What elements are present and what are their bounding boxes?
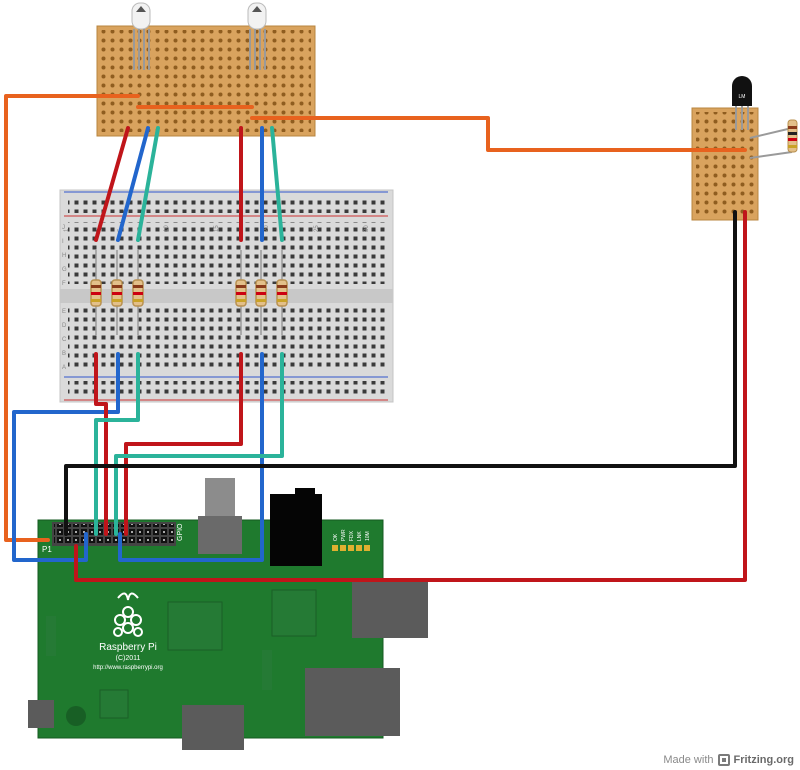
svg-text:A: A	[62, 365, 66, 371]
power-port	[28, 700, 54, 728]
svg-text:10: 10	[164, 225, 170, 232]
led-label-10m: 10M	[365, 531, 371, 541]
svg-text:1: 1	[64, 228, 70, 232]
fritzing-logo-icon	[717, 754, 730, 766]
resistor	[235, 250, 247, 335]
wire-blue-led1	[116, 126, 150, 242]
soc-chip	[167, 601, 223, 651]
svg-text:25: 25	[314, 225, 320, 232]
wire-green-bb-to-header-2	[114, 352, 284, 536]
wire-orange-led-to-header	[4, 94, 140, 542]
wire-green-bb-to-header-1	[94, 352, 140, 536]
ethernet-port	[352, 582, 428, 638]
stripboard-main	[96, 25, 316, 137]
svg-text:30: 30	[364, 225, 370, 232]
breadboard-row-letters: J I H G F E D C B A	[62, 225, 67, 371]
breadboard-resistors	[90, 250, 288, 335]
header-label: P1	[42, 545, 52, 554]
resistor	[276, 250, 288, 335]
resistor	[90, 250, 102, 335]
led-label-lnk: LNK	[357, 531, 363, 541]
wire-green-led1	[136, 126, 160, 242]
credit-brand[interactable]: Fritzing.org	[733, 754, 795, 766]
wire-green-led2	[270, 126, 284, 242]
led-label-ok: OK	[333, 533, 339, 541]
svg-text:H: H	[62, 253, 66, 259]
usb-port	[305, 668, 400, 736]
breadboard: 1 5 10 15 20 25 30 J I H G F E D C B A	[59, 189, 394, 403]
svg-text:20: 20	[264, 225, 270, 232]
svg-text:C: C	[62, 337, 67, 343]
board-name: Raspberry Pi	[99, 642, 157, 653]
svg-text:G: G	[62, 267, 67, 273]
credit-prefix: Made with	[663, 754, 714, 766]
rca-video-jack	[205, 478, 235, 518]
wire-blue-bb-to-header-1	[12, 352, 120, 562]
wire-red-led1	[94, 126, 130, 242]
wire-orange-to-sensor	[250, 116, 747, 152]
resistor	[255, 250, 267, 335]
wire-red-bb-to-header-1	[94, 352, 108, 536]
resistor	[111, 250, 123, 335]
wire-red-bb-to-header-2	[124, 352, 243, 536]
led-label-pwr: PWR	[341, 529, 347, 541]
sensor-label: LM	[739, 94, 746, 100]
svg-text:D: D	[62, 323, 67, 329]
raspberry-logo-icon	[113, 592, 143, 637]
svg-text:15: 15	[214, 225, 220, 232]
wire-red-sensor-power	[74, 210, 747, 582]
svg-text:F: F	[62, 281, 66, 287]
raspberry-pi-board: P1 GPIO OK PWR FDX LNK 10M Raspberry Pi …	[28, 478, 428, 750]
rgb-led-1	[131, 2, 151, 70]
board-copyright: (C)2011	[116, 655, 141, 662]
hdmi-port	[182, 705, 244, 750]
audio-jack	[270, 488, 322, 566]
pullup-resistor	[749, 119, 798, 159]
board-url: http://www.raspberrypi.org	[93, 665, 163, 671]
status-leds: OK PWR FDX LNK 10M	[332, 529, 371, 551]
svg-text:E: E	[62, 309, 66, 315]
resistor	[132, 250, 144, 335]
temperature-sensor: LM	[732, 76, 752, 130]
gpio-label: GPIO	[177, 523, 184, 541]
wire-black-sensor-ground	[64, 210, 737, 536]
credit: Made with Fritzing.org	[663, 754, 794, 766]
svg-text:J: J	[62, 225, 65, 231]
svg-text:B: B	[62, 351, 66, 357]
svg-text:I: I	[62, 239, 64, 245]
led-label-fdx: FDX	[349, 530, 355, 541]
rgb-led-2	[247, 2, 267, 70]
